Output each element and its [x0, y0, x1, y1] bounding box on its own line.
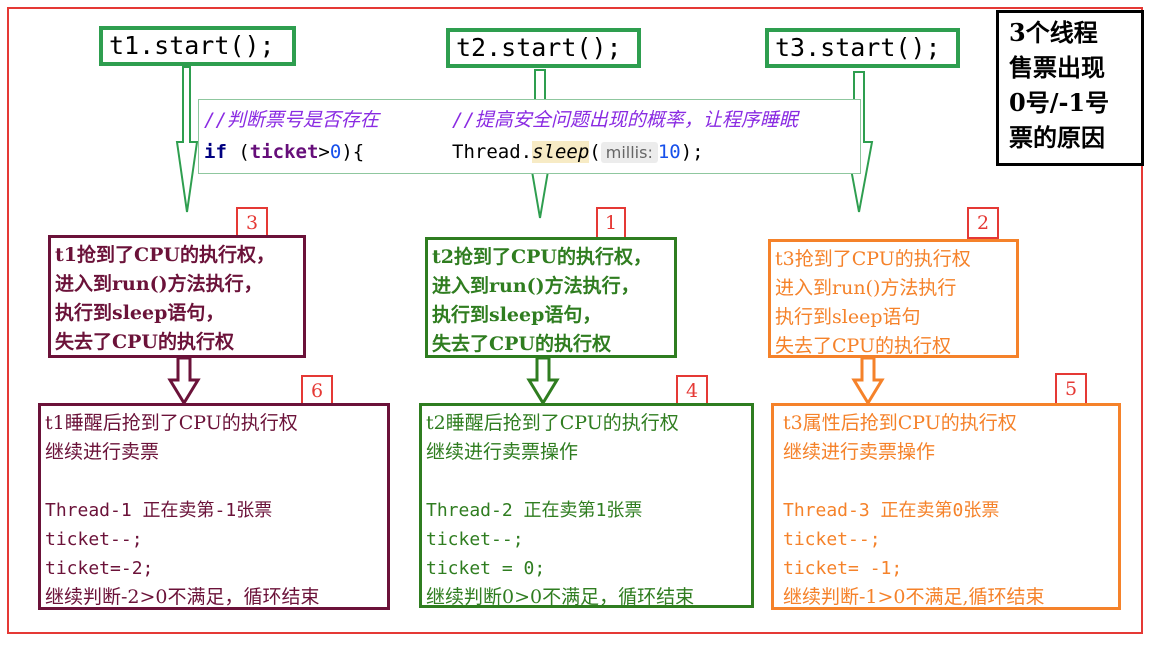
title-line: 票的原因	[1009, 123, 1105, 152]
if-keyword: if	[204, 141, 227, 163]
step-blank-line	[783, 467, 1118, 496]
step-line: 继续进行卖票	[45, 441, 160, 463]
t1-start-call: t1.start();	[99, 26, 296, 66]
t1-first-step: t1抢到了CPU的执行权， 进入到run()方法执行， 执行到sleep语句， …	[48, 235, 306, 358]
step-badge-t2-first: 1	[596, 207, 626, 239]
step-blank-line	[45, 467, 387, 496]
step-line: Thread-1 正在卖第-1张票	[45, 500, 273, 521]
step-line: 进入到run()方法执行，	[432, 275, 640, 297]
step-badge-t2-second: 4	[676, 375, 708, 407]
step-badge-t3-first: 2	[967, 207, 999, 239]
step-line: t3抢到了CPU的执行权	[775, 248, 971, 270]
step-line: 继续进行卖票操作	[426, 441, 579, 463]
step-line: ticket=-2;	[45, 558, 154, 579]
t2-start-call: t2.start();	[446, 28, 641, 68]
comment-check-ticket: //判断票号是否存在	[204, 109, 379, 131]
t3-second-step: t3属性后抢到CPU的执行权 继续进行卖票操作 Thread-3 正在卖第0张票…	[771, 403, 1121, 610]
step-line: t2睡醒后抢到了CPU的执行权	[426, 412, 679, 434]
step-line: 失去了CPU的执行权	[55, 331, 234, 353]
step-line: 失去了CPU的执行权	[775, 335, 952, 357]
step-line: 执行到sleep语句，	[55, 302, 225, 324]
step-line: t2抢到了CPU的执行权，	[432, 246, 652, 268]
step-line: ticket--;	[426, 529, 524, 550]
step-line: ticket--;	[783, 529, 881, 550]
title-line: 0号/-1号	[1009, 88, 1110, 117]
step-blank-line	[426, 467, 751, 496]
if-open: (	[226, 141, 250, 163]
step-line: ticket= -1;	[783, 558, 903, 579]
title-line: 售票出现	[1009, 53, 1105, 82]
sleep-arg: 10	[657, 141, 681, 163]
step-line: 执行到sleep语句	[775, 306, 921, 328]
step-line: ticket--;	[45, 529, 143, 550]
t1-second-step: t1睡醒后抢到了CPU的执行权 继续进行卖票 Thread-1 正在卖第-1张票…	[38, 403, 390, 610]
if-close: ){	[341, 141, 365, 163]
title-line: 3个线程	[1009, 18, 1098, 47]
step-line: 执行到sleep语句，	[432, 304, 602, 326]
step-line: ticket = 0;	[426, 558, 546, 579]
t1-next-arrow	[167, 356, 201, 406]
step-line: t1睡醒后抢到了CPU的执行权	[45, 412, 298, 434]
zero-literal: 0	[329, 141, 342, 163]
step-line: Thread-3 正在卖第0张票	[783, 500, 1000, 521]
step-line: 失去了CPU的执行权	[432, 333, 611, 355]
step-line: 进入到run()方法执行，	[55, 273, 263, 295]
step-line: 继续判断-2>0不满足，循环结束	[45, 586, 320, 608]
t3-next-arrow	[851, 356, 885, 406]
t3-start-call: t3.start();	[765, 28, 960, 68]
step-line: 继续判断-1>0不满足,循环结束	[783, 586, 1045, 608]
step-line: t1抢到了CPU的执行权，	[55, 244, 275, 266]
t2-second-step: t2睡醒后抢到了CPU的执行权 继续进行卖票操作 Thread-2 正在卖第1张…	[419, 403, 754, 608]
sleep-method: sleep	[532, 141, 590, 163]
step-line: 继续判断0>0不满足，循环结束	[426, 586, 695, 608]
t2-next-arrow	[526, 356, 560, 406]
thread-class: Thread.	[452, 141, 533, 163]
sleep-call: Thread.sleep(millis:10);	[452, 141, 704, 163]
t2-first-step: t2抢到了CPU的执行权， 进入到run()方法执行， 执行到sleep语句， …	[425, 237, 677, 358]
param-hint: millis:	[600, 142, 658, 163]
step-line: Thread-2 正在卖第1张票	[426, 500, 643, 521]
step-line: t3属性后抢到CPU的执行权	[783, 412, 1017, 434]
ticket-var: ticket	[249, 141, 319, 163]
step-badge-t3-second: 5	[1055, 373, 1087, 405]
if-statement: if (ticket>0){	[204, 141, 364, 163]
paren-close: );	[680, 141, 704, 163]
t3-first-step: t3抢到了CPU的执行权 进入到run()方法执行 执行到sleep语句 失去了…	[768, 239, 1019, 358]
comment-sleep: //提高安全问题出现的概率，让程序睡眠	[452, 109, 798, 131]
step-line: 继续进行卖票操作	[783, 441, 936, 463]
step-line: 进入到run()方法执行	[775, 277, 957, 299]
t1-start-arrow	[175, 66, 199, 213]
gt-op: >	[318, 141, 330, 163]
diagram-title: 3个线程 售票出现 0号/-1号 票的原因	[996, 10, 1144, 166]
paren-open: (	[589, 141, 601, 163]
step-badge-t1-second: 6	[301, 375, 333, 407]
code-snippet	[198, 99, 861, 174]
outer-frame	[7, 7, 1143, 634]
